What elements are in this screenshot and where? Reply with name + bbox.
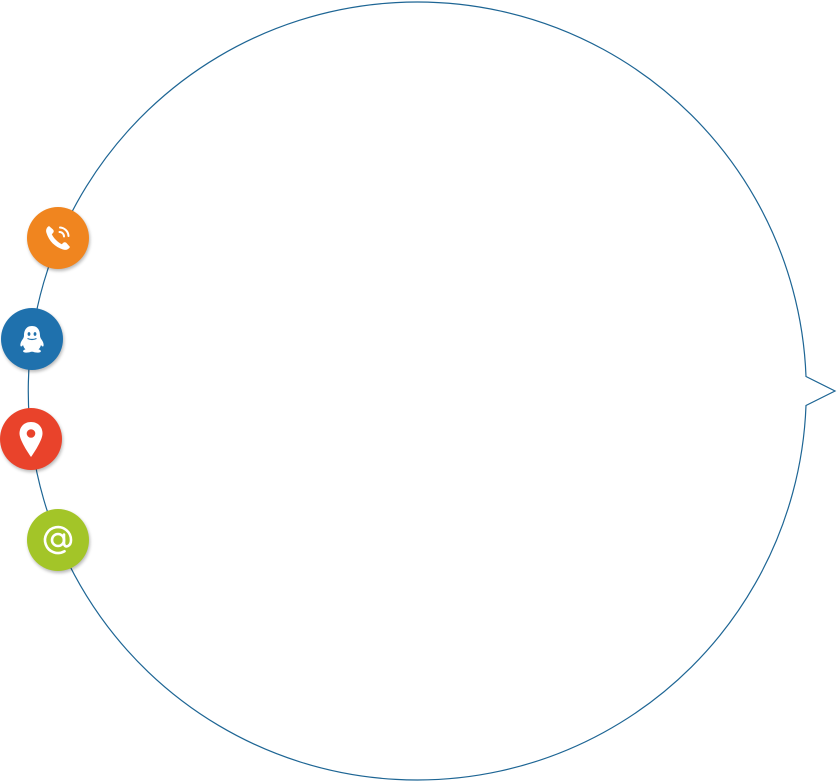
speech-bubble-outline <box>27 1 837 781</box>
penguin-icon <box>20 326 44 353</box>
location-button[interactable] <box>0 408 62 470</box>
qq-button[interactable] <box>1 308 63 370</box>
map-pin-icon <box>19 422 43 457</box>
at-sign-icon <box>43 525 73 555</box>
phone-button[interactable] <box>27 207 89 269</box>
email-button[interactable] <box>27 509 89 571</box>
phone-icon <box>46 226 70 250</box>
